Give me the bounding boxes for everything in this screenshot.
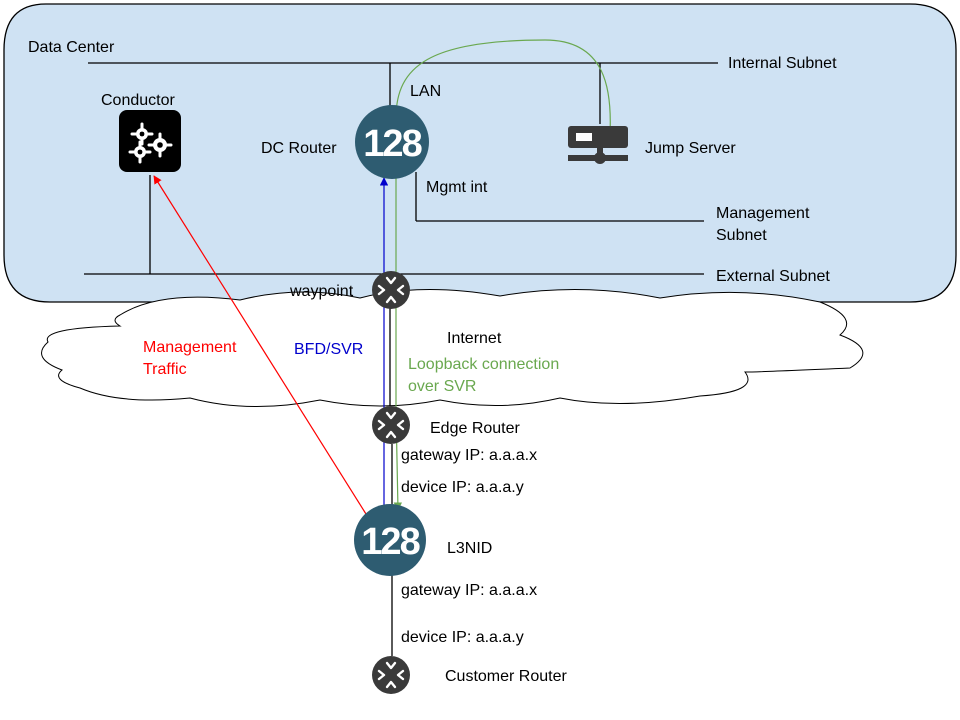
customer-router-node (370, 654, 412, 696)
internet-label: Internet (447, 330, 502, 347)
dc-router-node: 128 (355, 105, 429, 179)
bfd-svr-label: BFD/SVR (294, 341, 363, 358)
management-subnet-label-1: Management (716, 205, 810, 222)
external-subnet-label: External Subnet (716, 268, 830, 285)
l3nid-gateway-ip-label: gateway IP: a.a.a.x (401, 582, 537, 599)
edge-router-node (370, 404, 412, 446)
loopback-label-2: over SVR (408, 378, 476, 395)
edge-gateway-ip-label: gateway IP: a.a.a.x (401, 447, 537, 464)
l3nid-node: 128 (354, 504, 426, 576)
jump-server-label: Jump Server (645, 140, 736, 157)
waypoint-node (370, 269, 412, 311)
mgmt-int-label: Mgmt int (426, 179, 488, 196)
management-traffic-arrow (153, 175, 367, 515)
internal-subnet-label: Internal Subnet (728, 55, 837, 72)
dc-router-logo: 128 (363, 123, 421, 165)
server-icon (568, 126, 628, 164)
loopback-label-1: Loopback connection (408, 356, 559, 373)
data-center-label: Data Center (28, 39, 115, 56)
edge-router-label: Edge Router (430, 420, 521, 437)
customer-router-label: Customer Router (445, 668, 567, 685)
management-subnet-label-2: Subnet (716, 227, 767, 244)
data-center-region (3, 3, 957, 303)
edge-device-ip-label: device IP: a.a.a.y (401, 479, 524, 496)
gears-icon (119, 110, 181, 172)
internet-cloud (41, 288, 864, 407)
l3nid-logo: 128 (361, 521, 419, 563)
management-traffic-label-2: Traffic (143, 361, 187, 378)
management-traffic-label-1: Management (143, 339, 237, 356)
l3nid-label: L3NID (447, 540, 492, 557)
lan-label: LAN (410, 83, 441, 100)
dc-router-label: DC Router (261, 140, 337, 157)
l3nid-device-ip-label: device IP: a.a.a.y (401, 629, 524, 646)
waypoint-label: waypoint (289, 283, 354, 300)
loopback-svr-path (393, 39, 611, 511)
conductor-label: Conductor (101, 92, 175, 109)
